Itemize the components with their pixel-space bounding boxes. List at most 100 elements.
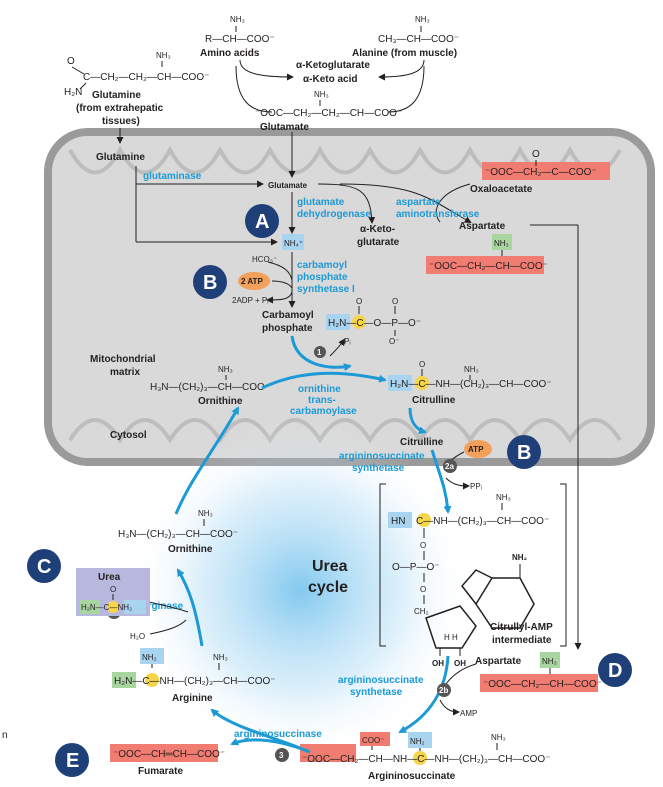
step1-label: 1 bbox=[317, 348, 322, 357]
mito-ornithine-label: Ornithine bbox=[198, 396, 243, 407]
cytosol-citrulline-label: Citrulline bbox=[400, 437, 444, 448]
argininosuccinase-arrow-arginine bbox=[210, 708, 301, 750]
ast-label-2: aminotransferase bbox=[396, 209, 480, 220]
amp-label: AMP bbox=[460, 709, 477, 718]
oxaloacetate-label: Oxaloacetate bbox=[470, 184, 533, 195]
step1-circle bbox=[314, 346, 326, 358]
argininosuccinate-label: Argininosuccinate bbox=[368, 771, 456, 782]
h2o-label: H₂O bbox=[130, 632, 145, 641]
glutamine-h2n: H₂N bbox=[64, 87, 82, 98]
step2b-circle bbox=[437, 683, 451, 697]
adenine-nh2: NH₂ bbox=[512, 553, 528, 562]
mito-aspartate-label: Aspartate bbox=[459, 221, 506, 232]
citrullyl-ch2: CH₂ bbox=[414, 607, 429, 616]
fumarate-formula: ⁻OOC—CH═CH—COO⁻ bbox=[113, 749, 225, 760]
nh4-box bbox=[282, 234, 304, 250]
ass2-label-2: synthetase bbox=[350, 687, 403, 698]
badge-b-mito: B bbox=[193, 265, 227, 299]
alanine-formula: CH₃—CH—COO⁻ bbox=[378, 34, 459, 45]
top-region: NH₃ R—CH—COO⁻ Amino acids NH₃ CH₃—CH—COO… bbox=[64, 15, 459, 133]
mito-aspartate-formula: ⁻OOC—CH₂—CH—COO⁻ bbox=[429, 261, 548, 272]
glutamate-nh3: NH₃ bbox=[314, 90, 329, 99]
stray-glyph: n bbox=[2, 730, 8, 741]
ass-step2b-arrow bbox=[398, 655, 450, 734]
step2b-label: 2b bbox=[439, 686, 448, 695]
citrullyl-nh3: NH₃ bbox=[496, 493, 511, 502]
badge-a-label: A bbox=[255, 211, 269, 233]
citrullyl-hn: HN bbox=[391, 516, 405, 527]
atp2-oval bbox=[238, 272, 270, 290]
bracket-left bbox=[379, 483, 386, 647]
cps-label-1: carbamoyl bbox=[297, 260, 347, 271]
adp-label: 2ADP + Pᵢ bbox=[232, 296, 268, 305]
cyto-ornithine-label: Ornithine bbox=[168, 544, 213, 555]
oxaloacetate-o: O bbox=[532, 149, 540, 160]
citrullyl-amp-label-1: Citrullyl-AMP bbox=[490, 622, 553, 633]
nh4-label: NH₄⁺ bbox=[284, 239, 303, 248]
ast-label-1: aspartate bbox=[396, 197, 441, 208]
citrullyl-o2: O bbox=[420, 585, 426, 594]
argsuc-coo: COO⁻ bbox=[362, 736, 384, 745]
carbamoyl-formula: H₂N—C—O—P—O⁻ bbox=[328, 318, 421, 329]
ass-step-arrow bbox=[430, 449, 452, 514]
amino-nh3: NH₃ bbox=[230, 15, 245, 24]
mitochondrion bbox=[44, 128, 655, 466]
akg-label-2: glutarate bbox=[357, 237, 400, 248]
oxaloacetate-box bbox=[482, 162, 610, 180]
step3-circle bbox=[275, 748, 289, 762]
cytosol-aspartate-formula: ⁻OOC—CH₂—CH—COO⁻ bbox=[483, 679, 602, 690]
glutamine-o: O bbox=[67, 56, 75, 67]
badge-e-label: E bbox=[66, 750, 79, 772]
matrix-label-1: Mitochondrial bbox=[90, 354, 156, 365]
bracket-right bbox=[560, 483, 567, 647]
step3-label: 3 bbox=[279, 751, 284, 760]
badge-d: D bbox=[598, 653, 632, 687]
carbamoyl-label-2: phosphate bbox=[262, 323, 313, 334]
cytosol-aspartate-box bbox=[480, 674, 598, 692]
mito-citrulline-label: Citrulline bbox=[412, 395, 456, 406]
badge-d-label: D bbox=[608, 660, 622, 682]
cyto-ornithine-nh3: NH₃ bbox=[198, 509, 213, 518]
urea-cycle-label-2: cycle bbox=[308, 579, 348, 596]
gdh-label-2: dehydrogenase bbox=[297, 209, 371, 220]
urea-cycle-label-1: Urea bbox=[312, 558, 348, 575]
hco3-label: HCO₃⁻ bbox=[252, 255, 277, 264]
citrullyl-hn-box bbox=[388, 512, 412, 528]
cytosol-region: Cytosol Citrulline ATP 2a PPᵢ argininosu… bbox=[2, 406, 602, 782]
badge-a: A bbox=[245, 204, 279, 238]
urea-h2n-box bbox=[80, 600, 100, 614]
arginase-label: arginase bbox=[142, 601, 184, 612]
ornithine-import-arrow bbox=[174, 406, 240, 515]
alpha-keto-acid-label: α-Keto acid bbox=[303, 74, 358, 85]
argininosuccinase-label: argininosuccinase bbox=[234, 729, 322, 740]
badge-c: C bbox=[27, 549, 61, 583]
oxaloacetate-formula: ⁻OOC—CH₂—C—COO⁻ bbox=[485, 167, 597, 178]
atp2-label: 2 ATP bbox=[241, 277, 263, 286]
transamination-arrow-4 bbox=[387, 65, 425, 113]
adenine-ring: NH₂ bbox=[461, 553, 535, 629]
transamination-arrow-3 bbox=[235, 65, 273, 113]
carbamoyl-c-highlight bbox=[352, 315, 366, 329]
cytosol-label: Cytosol bbox=[110, 430, 147, 441]
arginine-nh3: NH₃ bbox=[213, 653, 228, 662]
pi-label: Pᵢ bbox=[344, 337, 351, 346]
arginase-arrow bbox=[176, 568, 204, 647]
arginine-label: Arginine bbox=[172, 693, 213, 704]
atp-label: ATP bbox=[468, 445, 484, 454]
citrulline-c-highlight bbox=[415, 376, 429, 390]
mito-glutamine-label: Glutamine bbox=[96, 152, 145, 163]
otc-label-3: carbamoylase bbox=[290, 406, 357, 417]
carbamoyl-o-minus: O⁻ bbox=[389, 337, 399, 346]
transamination-arrow-1 bbox=[239, 59, 294, 81]
badge-b-cytosol: B bbox=[507, 435, 541, 469]
badge-c-label: C bbox=[37, 556, 51, 578]
glutaminase-label: glutaminase bbox=[143, 171, 202, 182]
ribose-h1: H bbox=[444, 633, 450, 642]
ass-label-1: argininosuccinate bbox=[339, 451, 425, 462]
ribose-oh1: OH bbox=[432, 659, 444, 668]
glutamine-label-1: Glutamine bbox=[92, 90, 141, 101]
argsuc-nh3: NH₃ bbox=[491, 733, 506, 742]
glutamine-label-3: tissues) bbox=[102, 116, 140, 127]
alanine-label: Alanine (from muscle) bbox=[352, 48, 457, 59]
